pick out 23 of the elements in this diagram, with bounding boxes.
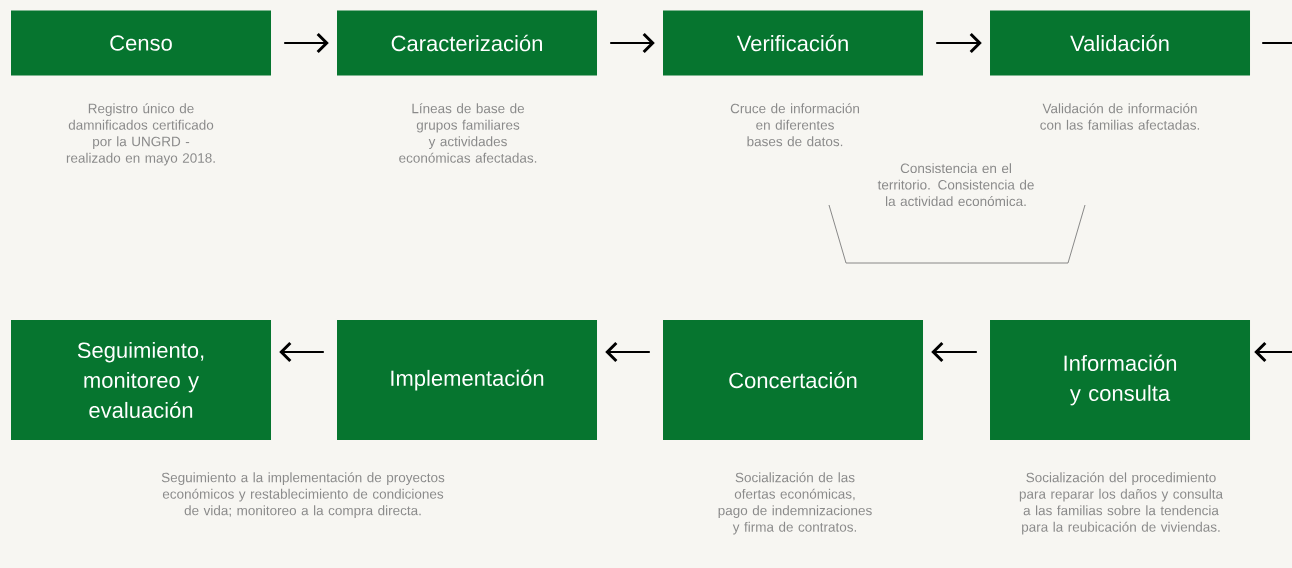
process-box: Implementación: [337, 320, 597, 440]
arrow: [279, 341, 325, 363]
process-box: Seguimiento, monitoreo y evaluación: [11, 320, 271, 440]
description-text: Líneas de base de grupos familiares y actividades económicas afectadas.: [399, 103, 537, 163]
description-text: Socialización del procedimiento para reparar los daños y consulta a las familias sobre la tendencia para la reubicación de viviendas.: [1019, 472, 1224, 535]
process-box: Información y consulta: [990, 320, 1250, 440]
process-box: Verificación: [663, 10, 923, 76]
process-box: Caracterización: [337, 10, 597, 76]
process-box: Validación: [990, 10, 1250, 76]
description-text: Seguimiento a la implementación de proyectos económicos y restablecimiento de condiciones de vida; monitoreo a la compra directa.: [161, 472, 445, 518]
arrow: [931, 341, 978, 363]
arrow: [935, 32, 982, 54]
arrow: [1254, 341, 1292, 363]
process-box: Censo: [11, 10, 271, 76]
description-text: Registro único de damnificados certificado por la UNGRD - realizado en mayo 2018.: [66, 103, 215, 166]
description-text: Socialización de las ofertas económicas, pago de indemnizaciones y firma de contratos.: [718, 472, 872, 535]
arrow: [283, 32, 329, 54]
arrow: [605, 341, 651, 363]
arrow: [609, 32, 655, 54]
description-text: Validación de información con las familias afectadas.: [1040, 103, 1200, 130]
note-text: Consistencia en el territorio. Consistencia de la actividad económica.: [877, 163, 1034, 207]
description-text: Cruce de información en diferentes bases de datos.: [730, 103, 859, 147]
process-box: Concertación: [663, 320, 923, 440]
